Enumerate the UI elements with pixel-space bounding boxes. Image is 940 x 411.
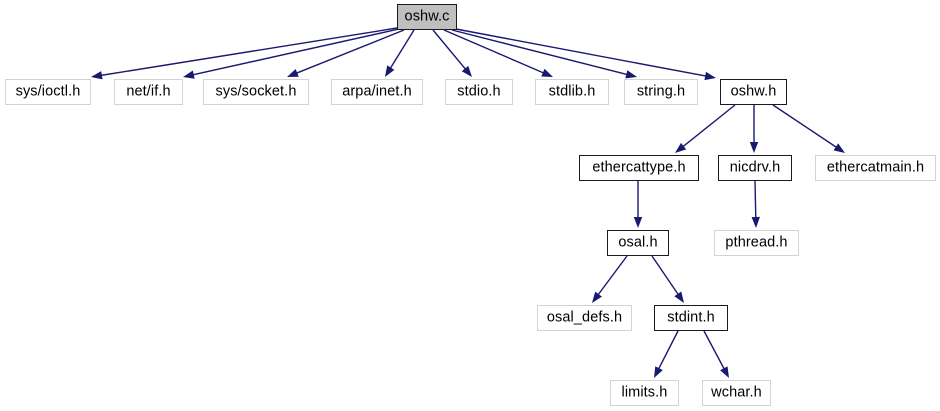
- graph-node-stdint[interactable]: stdint.h: [654, 305, 728, 331]
- graph-node-osal[interactable]: osal.h: [607, 230, 669, 256]
- graph-edge-line-oshw_h-to-ethercattype: [681, 104, 736, 148]
- graph-edge-arrowhead-oshw_h-to-ethercatmain: [833, 143, 845, 153]
- graph-edge-line-oshw_c-to-oshw_h: [455, 28, 707, 77]
- graph-node-label: net/if.h: [126, 83, 171, 100]
- graph-edge-line-oshw_c-to-stdio: [432, 29, 467, 71]
- graph-node-string[interactable]: string.h: [624, 79, 698, 105]
- graph-node-sys_socket[interactable]: sys/socket.h: [203, 79, 309, 105]
- graph-node-label: sys/ioctl.h: [15, 83, 81, 100]
- graph-edge-line-oshw_c-to-sys_ioctl: [100, 27, 398, 77]
- graph-edge-arrowhead-oshw_c-to-net_if: [183, 70, 195, 79]
- graph-node-pthread[interactable]: pthread.h: [714, 230, 799, 256]
- graph-edge-arrowhead-oshw_c-to-oshw_h: [704, 71, 716, 81]
- graph-node-label: sys/socket.h: [215, 83, 297, 100]
- graph-node-label: osal_defs.h: [546, 309, 623, 326]
- graph-node-label: pthread.h: [725, 234, 788, 251]
- graph-node-wchar[interactable]: wchar.h: [702, 380, 771, 406]
- graph-edge-arrowhead-osal-to-osal_defs: [592, 291, 602, 303]
- graph-node-label: string.h: [636, 83, 686, 100]
- graph-node-nicdrv[interactable]: nicdrv.h: [718, 155, 792, 181]
- graph-node-label: stdlib.h: [548, 83, 596, 100]
- graph-node-label: stdint.h: [667, 309, 715, 326]
- graph-node-label: stdio.h: [457, 83, 501, 100]
- graph-node-label: ethercatmain.h: [826, 159, 925, 176]
- graph-edge-line-stdint-to-limits: [657, 330, 679, 370]
- graph-edge-arrowhead-ethercattype-to-osal: [633, 217, 643, 228]
- graph-node-limits[interactable]: limits.h: [610, 380, 679, 406]
- graph-edge-arrowhead-stdint-to-limits: [654, 366, 663, 378]
- graph-edge-arrowhead-osal-to-stdint: [674, 291, 684, 303]
- graph-node-label: nicdrv.h: [729, 159, 781, 176]
- graph-edge-line-osal-to-osal_defs: [597, 255, 628, 296]
- graph-node-net_if[interactable]: net/if.h: [114, 79, 183, 105]
- graph-edge-line-osal-to-stdint: [651, 255, 680, 296]
- graph-edge-line-nicdrv-to-pthread: [754, 180, 757, 219]
- graph-node-oshw_h[interactable]: oshw.h: [720, 79, 787, 105]
- graph-node-stdio[interactable]: stdio.h: [445, 79, 513, 105]
- graph-edge-arrowhead-nicdrv-to-pthread: [751, 216, 760, 228]
- graph-node-ethercatmain[interactable]: ethercatmain.h: [815, 155, 936, 181]
- graph-edge-arrowhead-oshw_c-to-sys_ioctl: [91, 71, 103, 80]
- graph-node-ethercattype[interactable]: ethercattype.h: [579, 155, 699, 181]
- graph-edge-arrowhead-oshw_h-to-ethercattype: [675, 142, 687, 153]
- graph-edge-arrowhead-oshw_c-to-stdio: [461, 65, 472, 77]
- graph-edge-line-stdint-to-wchar: [703, 330, 726, 370]
- graph-node-label: ethercattype.h: [592, 159, 686, 176]
- graph-edge-line-oshw_c-to-string: [451, 29, 628, 76]
- graph-node-label: limits.h: [621, 384, 668, 401]
- graph-edge-arrowhead-oshw_h-to-nicdrv: [749, 142, 759, 153]
- graph-edge-arrowhead-oshw_c-to-string: [625, 70, 637, 79]
- graph-edge-line-oshw_c-to-net_if: [192, 28, 400, 76]
- graph-node-label: oshw.h: [730, 83, 777, 100]
- graph-node-oshw_c[interactable]: oshw.c: [397, 4, 457, 30]
- graph-node-label: oshw.c: [404, 8, 450, 25]
- graph-edge-line-oshw_c-to-arpa_inet: [389, 29, 415, 70]
- graph-edge-arrowhead-stdint-to-wchar: [720, 366, 729, 378]
- graph-node-sys_ioctl[interactable]: sys/ioctl.h: [5, 79, 91, 105]
- graph-node-arpa_inet[interactable]: arpa/inet.h: [331, 79, 423, 105]
- graph-node-stdlib[interactable]: stdlib.h: [535, 79, 609, 105]
- graph-edge-line-oshw_c-to-stdlib: [443, 29, 545, 74]
- graph-edge-arrowhead-oshw_c-to-sys_socket: [287, 69, 299, 77]
- graph-edge-line-oshw_c-to-sys_socket: [295, 29, 405, 75]
- graph-edge-arrowhead-oshw_c-to-arpa_inet: [385, 65, 395, 77]
- graph-node-osal_defs[interactable]: osal_defs.h: [537, 305, 632, 331]
- graph-node-label: wchar.h: [711, 384, 762, 401]
- graph-edge-arrowhead-oshw_c-to-stdlib: [541, 68, 553, 77]
- graph-node-label: osal.h: [618, 234, 658, 251]
- graph-edge-line-oshw_h-to-ethercatmain: [772, 104, 838, 149]
- graph-node-label: arpa/inet.h: [342, 83, 412, 100]
